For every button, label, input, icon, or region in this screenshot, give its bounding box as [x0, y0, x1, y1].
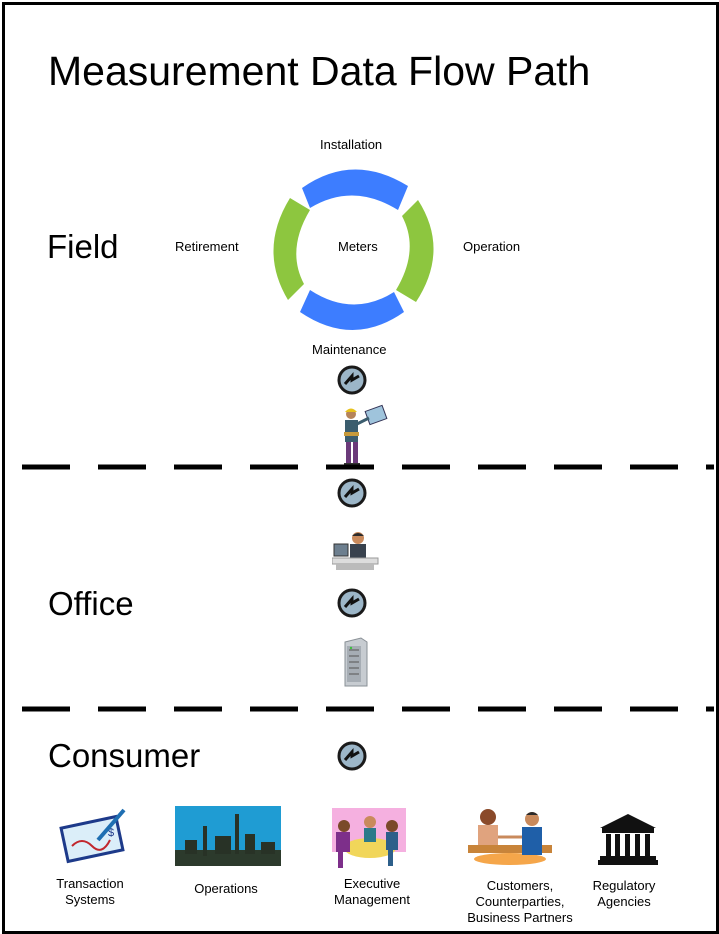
cycle-arrow-right: [396, 200, 434, 302]
executive-meeting-icon: [332, 808, 406, 868]
sync-icon: [337, 588, 367, 618]
zone-divider-office-consumer: [22, 706, 714, 712]
zone-label-consumer: Consumer: [48, 737, 201, 774]
cycle-arrow-top: [302, 169, 408, 210]
cycle-label-right: Operation: [463, 239, 521, 254]
consumer-label-transaction-systems: Transaction Systems: [56, 876, 124, 907]
zone-divider-field-office: [22, 464, 714, 470]
field-technician-icon: [344, 404, 388, 467]
consumer-label-customers: Customers, Counterparties, Business Part…: [467, 878, 573, 925]
refinery-icon: [175, 806, 281, 866]
lifecycle-cycle-diagram: [273, 169, 434, 330]
svg-text:$: $: [108, 827, 114, 839]
government-building-icon: [598, 814, 658, 865]
cycle-label-left: Retirement: [175, 239, 239, 254]
sync-icon: [337, 365, 367, 395]
consumer-label-regulatory-agencies: Regulatory Agencies: [592, 878, 656, 909]
sync-icon: [337, 741, 367, 771]
check-pen-icon: $: [59, 808, 126, 864]
zone-label-field: Field: [47, 228, 119, 265]
cycle-center-label: Meters: [338, 239, 378, 254]
cycle-arrow-left: [273, 198, 310, 300]
cycle-label-top: Installation: [320, 137, 383, 152]
cycle-label-bottom: Maintenance: [312, 342, 387, 357]
server-icon: [344, 637, 368, 687]
office-worker-icon: [332, 532, 379, 570]
consumer-label-executive-management: Executive Management: [334, 876, 410, 907]
page-title: Measurement Data Flow Path: [48, 48, 591, 94]
consumer-label-operations: Operations: [194, 881, 258, 896]
customers-handshake-icon: [468, 809, 552, 865]
sync-icon: [337, 478, 367, 508]
zone-label-office: Office: [48, 585, 134, 622]
cycle-arrow-bottom: [300, 290, 404, 330]
